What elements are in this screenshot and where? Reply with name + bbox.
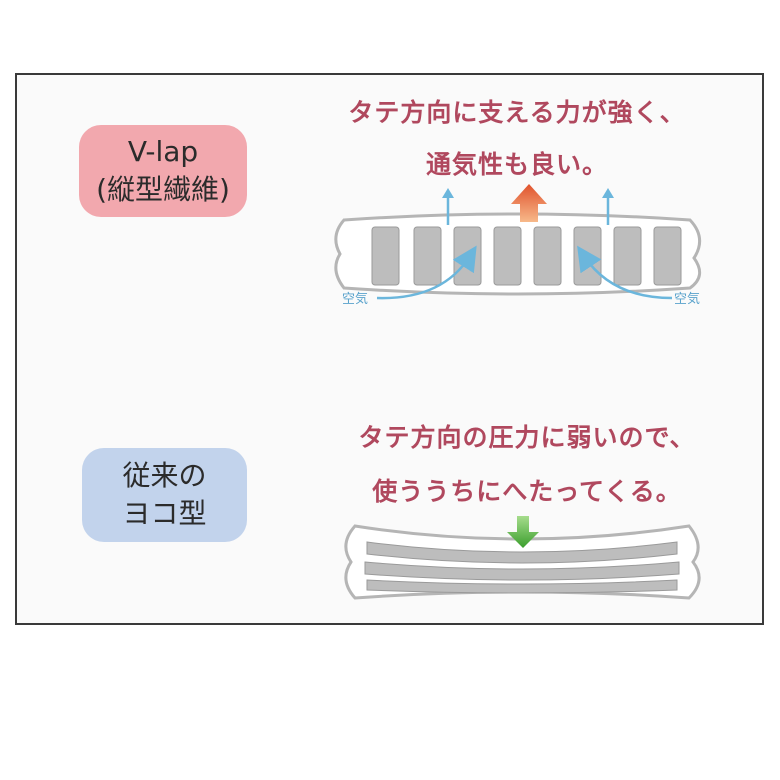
- h-fiber-3: [366, 579, 678, 594]
- air-flow-arrow-right: [577, 245, 673, 300]
- fiber-6: [573, 226, 602, 286]
- conventional-caption-line2: 使ううちにへたってくる。: [372, 477, 682, 506]
- air-label-left: 空気: [342, 291, 368, 307]
- pressure-down-arrow: [507, 516, 539, 548]
- h-fiber-1: [366, 541, 678, 564]
- vlap-label-line2: (縦型繊維): [96, 173, 230, 206]
- conventional-label-badge: 従来の ヨコ型: [82, 448, 247, 542]
- conventional-label-line2: ヨコ型: [122, 497, 207, 530]
- air-up-arrow-right: [602, 188, 614, 225]
- fiber-5: [533, 226, 562, 286]
- support-up-arrow: [511, 184, 547, 222]
- vlap-fiber-diagram: 空気 空気: [334, 184, 702, 307]
- conventional-caption-line1: タテ方向の圧力に弱いので、: [358, 423, 696, 452]
- conventional-fiber-diagram: [344, 516, 701, 600]
- h-fiber-2: [364, 561, 680, 581]
- vlap-label-badge: V-lap (縦型繊維): [79, 125, 247, 217]
- vlap-label-line1: V-lap: [127, 135, 199, 168]
- fiber-8: [653, 226, 682, 286]
- fiber-7: [613, 226, 642, 286]
- air-flow-arrow-left: [376, 245, 477, 300]
- vlap-caption-line1: タテ方向に支える力が強く、: [348, 98, 686, 127]
- air-label-right: 空気: [674, 291, 700, 307]
- fiber-3: [453, 226, 482, 286]
- vlap-caption-line2: 通気性も良い。: [425, 150, 608, 179]
- diagram-frame: V-lap (縦型繊維) タテ方向に支える力が強く、 通気性も良い。: [15, 73, 764, 625]
- fiber-2: [413, 226, 442, 286]
- air-up-arrow-left: [442, 188, 454, 225]
- fiber-1: [371, 226, 400, 286]
- conventional-horizontal-fibers: [364, 541, 680, 594]
- conventional-label-line1: 従来の: [122, 459, 207, 492]
- fiber-4: [493, 226, 522, 286]
